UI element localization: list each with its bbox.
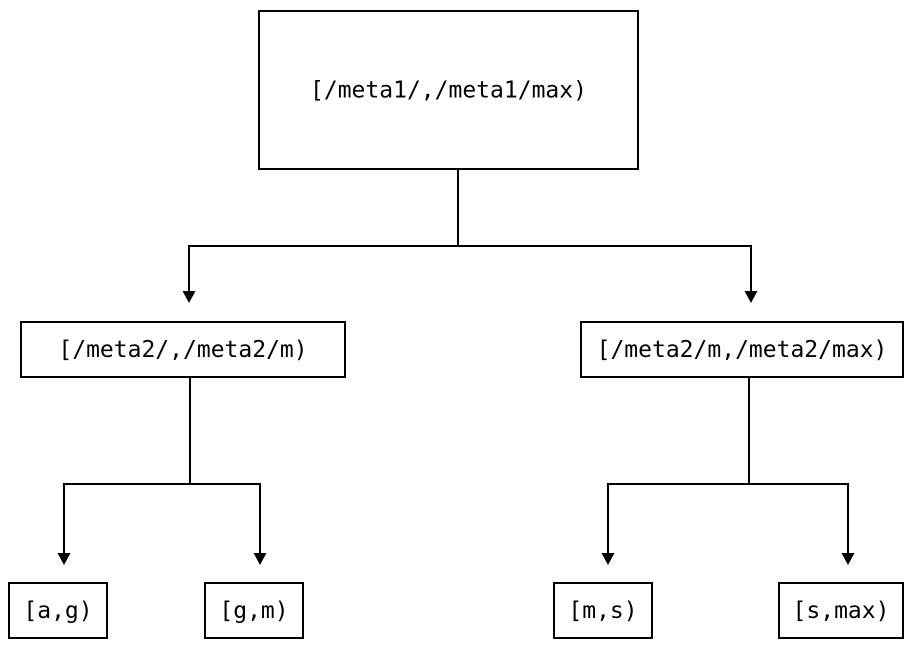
- arrowhead-icon: [841, 553, 855, 565]
- node-label: [s,max): [793, 598, 890, 624]
- edge-path: [457, 169, 752, 292]
- arrowhead-icon: [601, 553, 615, 565]
- arrowhead-icon: [744, 291, 758, 303]
- node-leaf-s-max[interactable]: [s,max): [778, 582, 904, 639]
- edge-path: [188, 169, 459, 292]
- node-box[interactable]: [204, 582, 304, 639]
- arrowhead-icon: [182, 291, 196, 303]
- edge-mid-right-to-leaf-m-s: [601, 377, 750, 565]
- node-label: [a,g): [23, 598, 92, 624]
- node-label: [/meta2/m,/meta2/max): [597, 337, 888, 363]
- node-label: [/meta2/,/meta2/m): [58, 337, 307, 363]
- edge-mid-left-to-leaf-g-m: [189, 377, 267, 565]
- edge-path: [607, 377, 750, 554]
- node-label: [g,m): [219, 598, 288, 624]
- node-box[interactable]: [20, 321, 346, 378]
- node-box[interactable]: [553, 582, 653, 639]
- node-box[interactable]: [580, 321, 904, 378]
- edge-path: [189, 377, 261, 554]
- edge-mid-right-to-leaf-s-max: [748, 377, 855, 565]
- edge-path: [63, 377, 191, 554]
- node-box[interactable]: [8, 582, 108, 639]
- edge-mid-left-to-leaf-a-g: [57, 377, 191, 565]
- edge-root-to-mid-right: [457, 169, 758, 303]
- node-label: [m,s): [568, 598, 637, 624]
- arrowhead-icon: [253, 553, 267, 565]
- edge-root-to-mid-left: [182, 169, 459, 303]
- node-root[interactable]: [/meta1/,/meta1/max): [258, 10, 639, 170]
- node-leaf-a-g[interactable]: [a,g): [8, 582, 108, 639]
- node-leaf-g-m[interactable]: [g,m): [204, 582, 304, 639]
- node-box[interactable]: [778, 582, 904, 639]
- edge-path: [748, 377, 849, 554]
- node-box[interactable]: [258, 10, 639, 170]
- node-label: [/meta1/,/meta1/max): [310, 78, 587, 104]
- node-mid-left[interactable]: [/meta2/,/meta2/m): [20, 321, 346, 378]
- node-mid-right[interactable]: [/meta2/m,/meta2/max): [580, 321, 904, 378]
- node-leaf-m-s[interactable]: [m,s): [553, 582, 653, 639]
- arrowhead-icon: [57, 553, 71, 565]
